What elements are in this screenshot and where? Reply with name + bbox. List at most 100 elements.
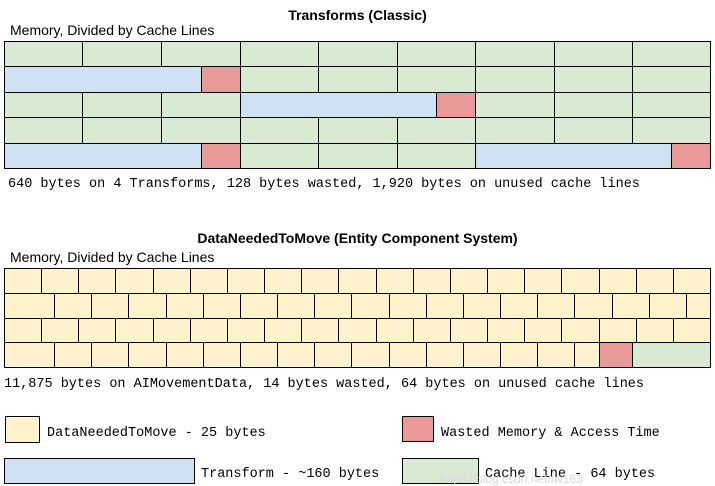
data-needed-cell xyxy=(202,293,241,319)
legend-transform-label: Transform - ~160 bytes xyxy=(201,467,380,482)
data-needed-cell xyxy=(449,318,489,343)
data-needed-cell xyxy=(338,268,377,294)
data-needed-cell xyxy=(537,293,576,319)
transform-block xyxy=(240,92,437,118)
data-needed-cell xyxy=(264,318,303,343)
data-needed-cell xyxy=(462,342,502,368)
cache-line-cell xyxy=(554,92,633,118)
data-needed-cell xyxy=(226,268,266,294)
data-needed-cell xyxy=(375,268,414,294)
data-needed-cell xyxy=(264,268,303,294)
data-needed-cell xyxy=(487,318,526,343)
data-needed-cell xyxy=(388,293,427,319)
data-needed-cell xyxy=(115,318,154,343)
data-needed-cell xyxy=(524,268,563,294)
data-needed-cell xyxy=(412,318,451,343)
data-needed-cell xyxy=(672,318,711,343)
cache-line-cell xyxy=(632,41,711,67)
wasted-block xyxy=(671,143,711,169)
cache-line-cell xyxy=(161,92,241,118)
data-needed-cell xyxy=(4,293,56,319)
cache-line-cell xyxy=(240,117,319,144)
data-needed-cell xyxy=(226,318,266,343)
data-needed-cell xyxy=(239,293,279,319)
cache-line-cell xyxy=(318,117,398,144)
data-needed-cell xyxy=(54,342,93,368)
data-needed-cell xyxy=(91,293,130,319)
data-needed-cell xyxy=(500,342,539,368)
cache-line-cell xyxy=(397,117,476,144)
data-needed-cell xyxy=(561,268,600,294)
cache-line-cell xyxy=(240,66,319,93)
cache-line-cell xyxy=(318,66,398,93)
cache-line-cell xyxy=(397,41,476,67)
data-needed-cell xyxy=(202,342,241,368)
cache-line-cell xyxy=(4,117,83,144)
data-needed-cell xyxy=(4,318,43,343)
data-needed-cell xyxy=(574,293,613,319)
data-needed-cell xyxy=(115,268,154,294)
data-needed-cell xyxy=(152,268,191,294)
cache-line-cell xyxy=(161,117,241,144)
data-needed-cell xyxy=(537,342,576,368)
data-needed-cell xyxy=(314,293,353,319)
data-needed-cell xyxy=(41,268,80,294)
data-needed-cell xyxy=(425,342,464,368)
data-needed-cell xyxy=(4,268,43,294)
transforms-memory-grid xyxy=(4,41,711,169)
data-needed-cell xyxy=(338,318,377,343)
cache-line-cell xyxy=(318,41,398,67)
data-needed-cell xyxy=(128,342,167,368)
wasted-block xyxy=(200,143,241,169)
data-needed-cell xyxy=(388,342,427,368)
data-needed-cell xyxy=(239,342,279,368)
data-needed-cell xyxy=(672,268,711,294)
cache-line-cell xyxy=(554,41,633,67)
transform-block xyxy=(475,143,672,169)
cache-line-cell xyxy=(4,92,83,118)
legend-data-needed-label: DataNeededToMove - 25 bytes xyxy=(47,426,266,441)
cache-line-cell xyxy=(82,92,162,118)
data-needed-cell xyxy=(314,342,353,368)
data-needed-cell xyxy=(301,268,340,294)
cache-line-cell xyxy=(554,66,633,93)
cache-line-cell xyxy=(475,117,555,144)
data-needed-cell xyxy=(500,293,539,319)
cache-line-cell xyxy=(397,66,476,93)
legend-wasted-swatch xyxy=(402,416,434,442)
transform-block xyxy=(4,66,202,93)
data-needed-cell xyxy=(375,318,414,343)
data-needed-cell xyxy=(524,318,563,343)
data-needed-cell xyxy=(189,268,228,294)
data-needed-cell xyxy=(189,318,228,343)
cache-line-cell xyxy=(4,41,83,67)
cache-line-cell xyxy=(318,143,398,169)
data-needed-cell xyxy=(351,342,390,368)
wasted-block xyxy=(436,92,476,118)
data-needed-cell xyxy=(277,293,316,319)
cache-line-cell xyxy=(632,66,711,93)
data-needed-cell xyxy=(54,293,93,319)
data-needed-cell xyxy=(635,268,674,294)
data-needed-cell xyxy=(598,318,637,343)
data-needed-cell xyxy=(165,342,204,368)
cache-line-cell xyxy=(554,117,633,144)
ecs-memory-grid xyxy=(4,268,711,368)
cache-line-cell xyxy=(240,41,319,67)
data-needed-cell xyxy=(301,318,340,343)
cache-line-cell xyxy=(82,41,162,67)
data-needed-cell xyxy=(351,293,390,319)
ecs-summary: 11,875 bytes on AIMovementData, 14 bytes… xyxy=(4,377,645,392)
transforms-summary: 640 bytes on 4 Transforms, 128 bytes was… xyxy=(8,177,640,192)
data-needed-cell xyxy=(648,293,687,319)
data-needed-cell xyxy=(561,318,600,343)
data-needed-cell xyxy=(78,318,117,343)
data-needed-cell xyxy=(78,268,117,294)
cache-line-cell xyxy=(475,66,555,93)
data-needed-cell xyxy=(635,318,674,343)
data-needed-cell xyxy=(462,293,502,319)
data-needed-cell xyxy=(277,342,316,368)
cache-line-cell xyxy=(632,92,711,118)
legend-cache-line-label: Cache Line - 64 bytes xyxy=(485,467,656,482)
data-needed-cell xyxy=(412,268,451,294)
